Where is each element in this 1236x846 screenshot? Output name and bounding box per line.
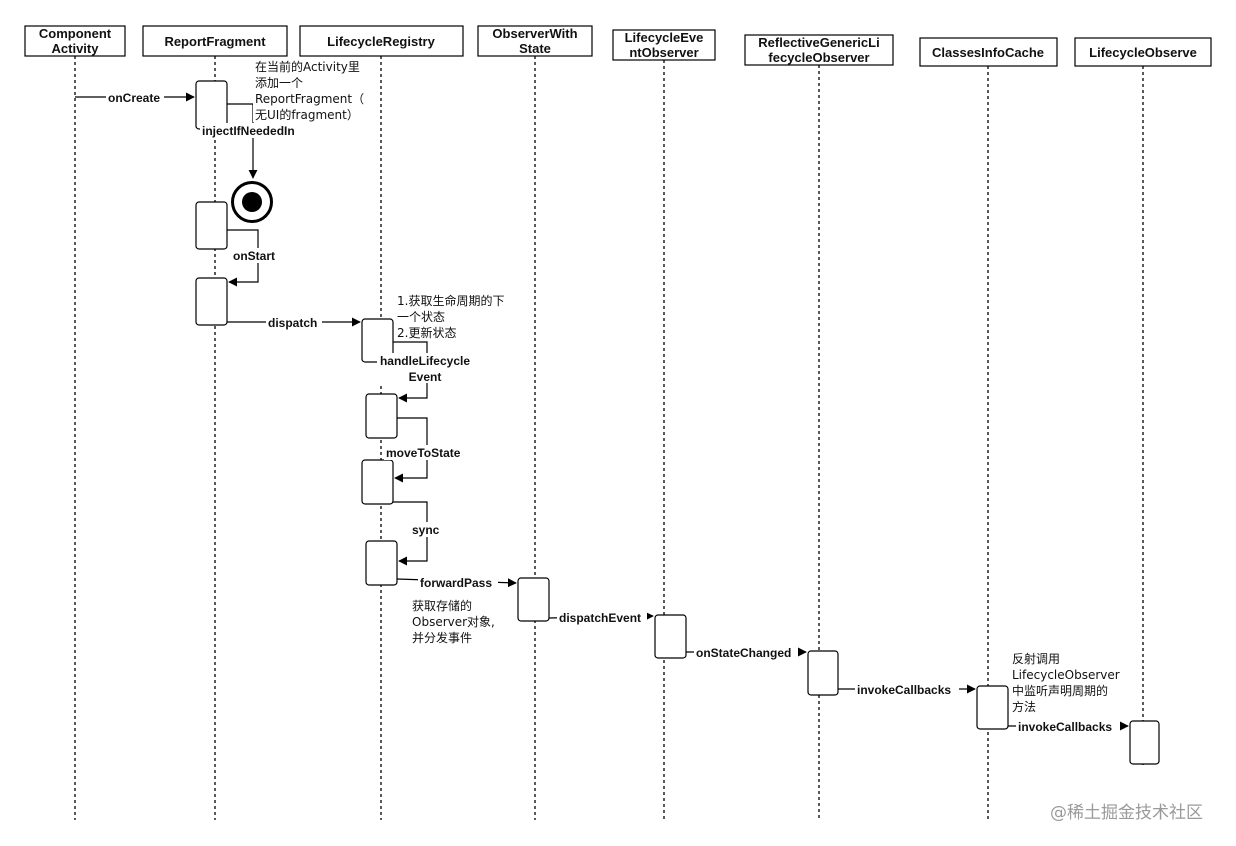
msg-label-forward-pass: forwardPass — [420, 576, 492, 590]
note-reflect-line3: 中监听声明周期的 — [1012, 683, 1108, 698]
msg-label-on-state-changed: onStateChanged — [696, 646, 791, 660]
final-state-inner — [242, 192, 262, 212]
participant-label-report-fragment: ReportFragment — [164, 34, 266, 49]
label-bg-on-state-changed — [694, 645, 798, 660]
msg-label-dispatch: dispatch — [268, 316, 317, 330]
msg-label-onstart: onStart — [233, 249, 275, 263]
participant-label-observer-with-state-line1: ObserverWith — [492, 26, 577, 41]
participant-box-lifecycle-observe — [1074, 37, 1212, 67]
participant-label-reflective-line1: ReflectiveGenericLi — [758, 35, 879, 50]
activation-forward-pass — [517, 577, 550, 622]
participant-label-lifecycle-registry: LifecycleRegistry — [327, 34, 435, 49]
note-forward-line2: Observer对象, — [412, 615, 495, 629]
note-inject-line1: 在当前的Activity里 — [255, 59, 360, 74]
label-bg-invoke-2 — [1016, 719, 1120, 734]
participant-label-lifecycle-observe: LifecycleObserve — [1089, 45, 1197, 60]
label-bg-inject — [200, 123, 304, 138]
participant-box-reflective-generic-lifecycle-observer — [744, 34, 894, 66]
note-inject-line2: 添加一个 — [255, 76, 303, 90]
note-reflect-line4: 方法 — [1012, 699, 1036, 714]
activation-onstart — [195, 277, 228, 326]
participant-box-component-activity — [24, 25, 126, 57]
activation-invoke-callbacks-1 — [976, 685, 1009, 730]
label-bg-forward — [418, 575, 498, 590]
msg-label-dispatch-event: dispatchEvent — [559, 611, 641, 625]
note-forward-line1: 获取存储的 — [412, 598, 472, 613]
msg-label-sync: sync — [412, 523, 440, 537]
label-bg-dispatch — [266, 315, 322, 330]
activation-dispatch-event — [654, 614, 687, 659]
label-bg-handle — [377, 353, 475, 383]
note-dispatch-line2: 一个状态 — [397, 310, 445, 324]
msg-label-move-to-state: moveToState — [386, 446, 461, 460]
participant-box-report-fragment — [142, 25, 288, 57]
activation-oncreate — [195, 80, 228, 130]
note-dispatch-line1: 1.获取生命周期的下 — [397, 293, 504, 308]
participant-label-reflective-line2: fecycleObserver — [768, 50, 869, 65]
participant-label-lifecycle-event-observer-line1: LifecycleEve — [625, 30, 704, 45]
activations — [195, 80, 1160, 765]
label-bg-onstart — [231, 248, 281, 263]
note-bg-inject — [253, 58, 371, 122]
msg-label-handle-lifecycle-event-line2: Event — [409, 370, 442, 384]
note-forward-line3: 并分发事件 — [412, 630, 472, 645]
note-reflect-line2: LifecycleObserver — [1012, 668, 1120, 682]
watermark: @稀土掘金技术社区 — [1050, 803, 1203, 823]
label-bg-move — [384, 445, 468, 460]
participant-label-observer-with-state-line2: State — [519, 41, 551, 56]
label-bg-oncreate — [106, 90, 164, 105]
label-bg-invoke-1 — [855, 682, 959, 697]
note-inject-line4: 无UI的fragment） — [255, 107, 359, 122]
participant-label-component-activity-line2: Activity — [52, 41, 100, 56]
msg-label-inject-if-needed-in: injectIfNeededIn — [202, 124, 295, 138]
activation-invoke-callbacks-2 — [1129, 720, 1160, 765]
lifelines — [74, 56, 1144, 820]
note-reflect-line1: 反射调用 — [1012, 651, 1060, 666]
participant-label-component-activity-line1: Component — [39, 26, 112, 41]
activation-handle-lifecycle-event — [365, 393, 398, 439]
participant-label-lifecycle-event-observer-line2: ntObserver — [629, 45, 698, 60]
msg-label-oncreate: onCreate — [108, 91, 160, 105]
note-inject-line3: ReportFragment（ — [255, 92, 364, 106]
message-arrows — [75, 92, 1129, 731]
participant-box-observer-with-state — [477, 25, 593, 57]
participant-label-classes-info-cache: ClassesInfoCache — [932, 45, 1044, 60]
label-bg-sync — [410, 522, 442, 537]
arrow-inject-if-needed-in — [227, 103, 258, 179]
activation-sync — [365, 540, 398, 586]
note-dispatch-line3: 2.更新状态 — [397, 325, 456, 340]
msg-label-invoke-callbacks-2: invokeCallbacks — [1018, 720, 1112, 734]
activation-after-inject — [195, 201, 228, 250]
activation-on-state-changed — [807, 650, 839, 696]
activation-move-to-state — [361, 459, 394, 505]
label-bg-dispatch-event — [557, 610, 647, 625]
msg-label-invoke-callbacks-1: invokeCallbacks — [857, 683, 951, 697]
msg-label-handle-lifecycle-event-line1: handleLifecycle — [380, 354, 470, 368]
